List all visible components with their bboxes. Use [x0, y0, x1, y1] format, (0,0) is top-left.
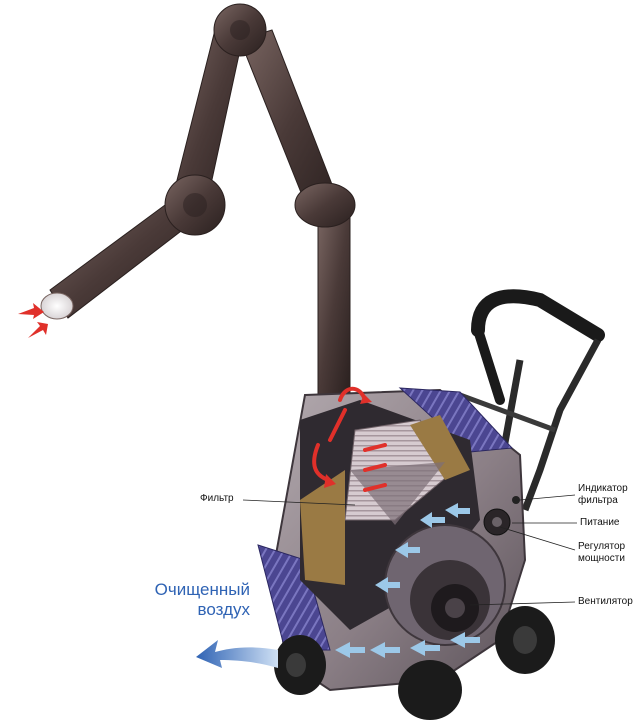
clean-air-outlet-arrow — [196, 640, 278, 668]
label-clean-air-line1: Очищенный — [142, 580, 250, 600]
label-clean-air-line2: воздух — [142, 600, 250, 620]
intake-nozzle — [41, 293, 73, 319]
fan-assembly — [385, 525, 505, 645]
label-power: Питание — [580, 517, 619, 529]
extraction-arm[interactable] — [41, 4, 355, 395]
filter-indicator-light — [512, 496, 520, 504]
intake-arrow-icon — [18, 303, 44, 319]
label-power-regulator: Регулятор мощности — [578, 541, 625, 565]
arm-joint-shoulder — [295, 183, 355, 227]
arm-mast — [318, 210, 350, 395]
label-fan: Вентилятор — [578, 596, 633, 608]
label-power-regulator-line2: мощности — [578, 553, 625, 565]
label-filter: Фильтр — [200, 493, 234, 505]
label-clean-air: Очищенный воздух — [142, 580, 250, 620]
label-filter-indicator-line2: фильтра — [578, 495, 628, 507]
label-power-regulator-line1: Регулятор — [578, 541, 625, 553]
intake-arrow-icon — [28, 322, 48, 338]
wheel — [398, 660, 462, 720]
label-filter-indicator: Индикатор фильтра — [578, 483, 628, 507]
label-filter-indicator-line1: Индикатор — [578, 483, 628, 495]
